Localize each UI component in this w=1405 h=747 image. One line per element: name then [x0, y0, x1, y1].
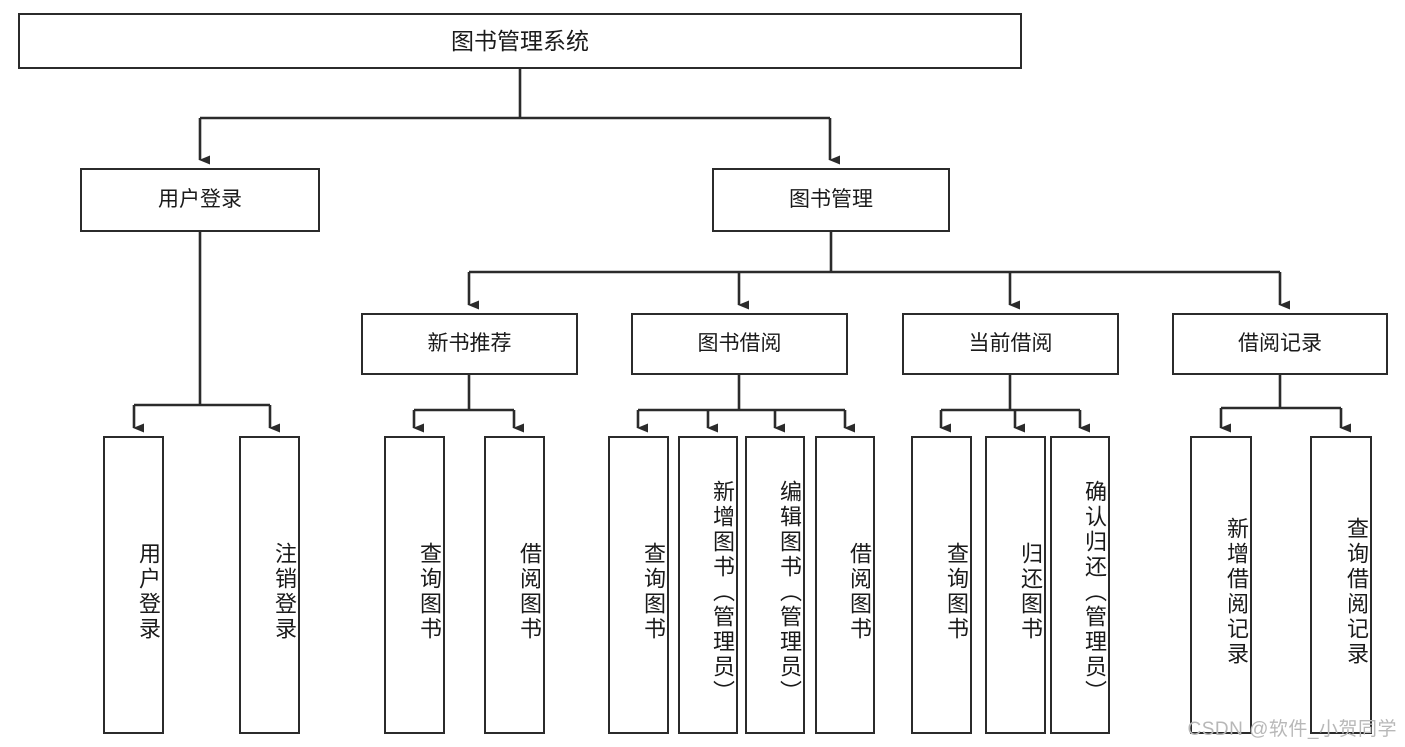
leaf-borrow-book-recommend[interactable]: 借阅图书: [484, 436, 545, 734]
node-new-book-recommend[interactable]: 新书推荐: [361, 313, 578, 375]
node-borrow-records[interactable]: 借阅记录: [1172, 313, 1388, 375]
leaf-query-book-borrow[interactable]: 查询图书: [608, 436, 669, 734]
leaf-user-login[interactable]: 用户登录: [103, 436, 164, 734]
leaf-borrow-book[interactable]: 借阅图书: [815, 436, 875, 734]
leaf-logout-login[interactable]: 注销登录: [239, 436, 300, 734]
node-root-system[interactable]: 图书管理系统: [18, 13, 1022, 69]
leaf-query-book-current[interactable]: 查询图书: [911, 436, 972, 734]
leaf-return-book[interactable]: 归还图书: [985, 436, 1046, 734]
node-current-borrow[interactable]: 当前借阅: [902, 313, 1119, 375]
node-book-borrow[interactable]: 图书借阅: [631, 313, 848, 375]
leaf-confirm-return-admin[interactable]: 确认归还（管理员）: [1050, 436, 1110, 734]
leaf-query-book-recommend[interactable]: 查询图书: [384, 436, 445, 734]
leaf-add-borrow-record[interactable]: 新增借阅记录: [1190, 436, 1252, 734]
leaf-query-borrow-record[interactable]: 查询借阅记录: [1310, 436, 1372, 734]
leaf-add-book-admin[interactable]: 新增图书（管理员）: [678, 436, 738, 734]
watermark-credit: CSDN @软件_小贺同学: [1187, 719, 1397, 740]
node-user-login[interactable]: 用户登录: [80, 168, 320, 232]
node-book-management[interactable]: 图书管理: [712, 168, 950, 232]
leaf-edit-book-admin[interactable]: 编辑图书（管理员）: [745, 436, 805, 734]
